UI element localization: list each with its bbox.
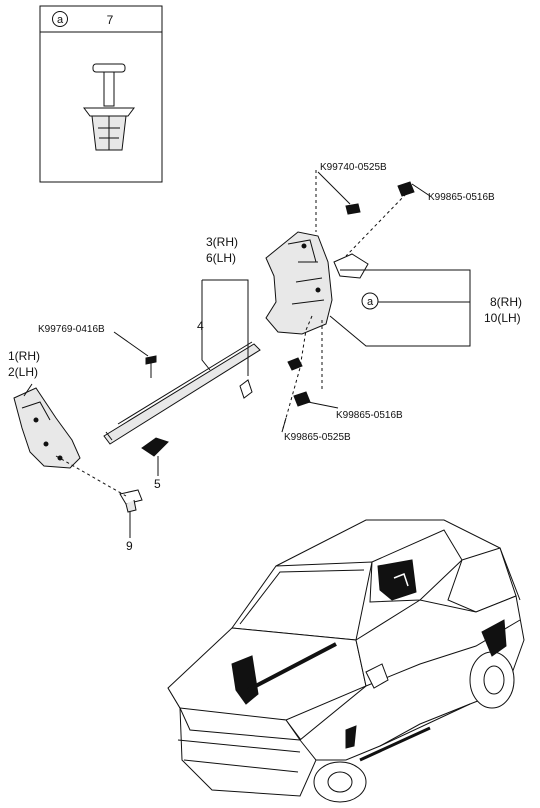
label-part2: 2(LH) — [8, 365, 38, 379]
clip-fastener-icon — [83, 63, 135, 151]
roof-side-strip — [103, 341, 261, 445]
label-part4: 4 — [197, 319, 204, 333]
label-part1: 1(RH) — [8, 349, 40, 363]
label-k99865-top: K99865-0516B — [428, 192, 495, 203]
label-k99865-0525: K99865-0525B — [284, 432, 351, 443]
label-k99740: K99740-0525B — [320, 162, 387, 173]
label-part9: 9 — [126, 539, 133, 553]
car-illustration — [167, 519, 525, 803]
screw-k99865-0525 — [287, 357, 303, 371]
a-pillar-trim — [13, 387, 81, 469]
inset-part-number: 7 — [107, 13, 114, 27]
label-part5: 5 — [154, 477, 161, 491]
screw-k99740 — [345, 203, 361, 215]
inset-panel: a 7 — [39, 5, 163, 183]
circle-marker-a-letter: a — [367, 296, 374, 308]
label-part6: 6(LH) — [206, 251, 236, 265]
small-trim-piece — [141, 437, 169, 457]
label-k99769: K99769-0416B — [38, 324, 105, 335]
clip-k99865-mid — [293, 391, 311, 407]
circle-marker-a — [361, 292, 379, 310]
inset-circle-letter: a — [57, 14, 64, 26]
label-k99865-mid: K99865-0516B — [336, 410, 403, 421]
clip-k99865-top — [397, 181, 415, 197]
label-part10: 10(LH) — [484, 311, 521, 325]
rear-quarter-trim — [265, 231, 369, 335]
label-part8: 8(RH) — [490, 295, 522, 309]
screw-k99769 — [145, 355, 157, 378]
leader-lines — [23, 170, 471, 538]
inset-circle-marker — [52, 11, 68, 27]
label-part3: 3(RH) — [206, 235, 238, 249]
fastener-9 — [119, 489, 143, 513]
